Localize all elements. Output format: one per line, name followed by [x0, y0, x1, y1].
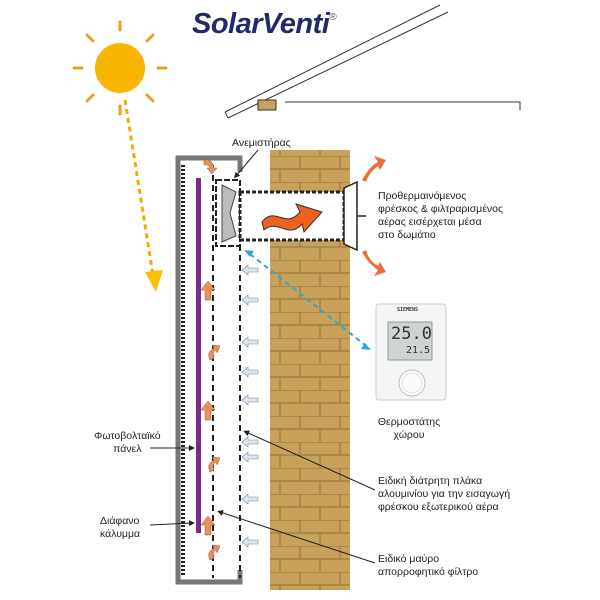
thermostat-main-temp: 25.0 — [391, 324, 432, 344]
thermostat-link — [249, 253, 366, 346]
label-line: Διάφανο — [100, 515, 140, 527]
roof — [224, 4, 521, 119]
logo-text: SolarVenti — [192, 8, 330, 40]
fan — [215, 179, 241, 247]
label-line: φρέσκος & φιλτραρισμένος — [378, 203, 504, 215]
label-line: πάνελ — [113, 443, 142, 455]
label-filter: Ειδικό μαύρο απορροφητικό φίλτρο — [378, 553, 478, 579]
label-line: Ειδικό μαύρο — [378, 553, 440, 565]
label-line: αλουμινίου για την εισαγωγή — [378, 488, 511, 500]
label-line: κάλυμμα — [100, 528, 141, 540]
pv-panel — [196, 178, 201, 533]
label-line: Προθερμαινόμενος — [378, 190, 467, 202]
label-thermostat: Θερμοστάτης χώρου — [376, 416, 442, 442]
solar-collector — [175, 155, 243, 585]
sunlight-arrow-head — [145, 270, 163, 292]
label-line: Φωτοβολταϊκό — [94, 430, 161, 442]
label-fan: Ανεμιστήρας — [232, 137, 291, 149]
label-line: Ειδική διάτρητη πλάκα — [378, 475, 483, 487]
label-incoming-air: Προθερμαινόμενος φρέσκος & φιλτραρισμένο… — [378, 190, 503, 242]
label-perforated-plate: Ειδική διάτρητη πλάκα αλουμινίου για την… — [378, 475, 510, 514]
thermostat-set-temp: 21.5 — [406, 345, 431, 356]
label-line: αέρας εισέρχεται μέσα — [378, 216, 482, 228]
label-line: φρέσκου εξωτερικού αέρα — [378, 501, 499, 513]
rising-air-arrows — [200, 159, 221, 561]
label-pv-panel: Φωτοβολταϊκό πάνελ — [94, 430, 161, 456]
air-duct — [238, 190, 346, 242]
sun-icon — [72, 20, 168, 116]
thermostat-device — [375, 303, 447, 401]
label-line: απορροφητικό φίλτρο — [378, 566, 479, 578]
logo-registered-mark: ® — [329, 12, 337, 23]
label-line: στο δωμάτιο — [378, 229, 436, 241]
solarventi-logo: SolarVenti® — [192, 8, 337, 41]
thermostat-brand: SIEMENS — [397, 307, 419, 313]
outflow-arrows — [362, 156, 386, 276]
warm-air-arrow — [261, 203, 323, 234]
inflow-arrows — [241, 264, 259, 548]
label-cover: Διάφανο κάλυμμα — [100, 515, 140, 541]
room-vent — [343, 180, 366, 252]
sunlight-arrow — [123, 99, 155, 276]
label-line: χώρου — [393, 429, 425, 441]
label-line: Θερμοστάτης — [377, 416, 441, 428]
